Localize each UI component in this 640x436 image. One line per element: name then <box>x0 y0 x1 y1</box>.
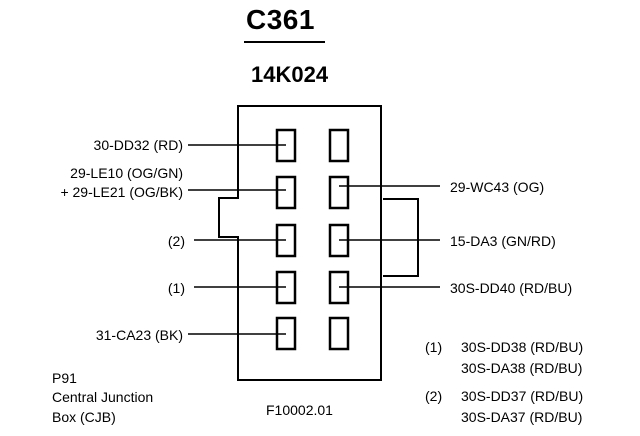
label-pin-4: (1) <box>167 280 185 296</box>
cavity-pin-7 <box>328 175 350 210</box>
footnote-2-line1: 30S-DD37 (RD/BU) <box>461 388 584 404</box>
location-name-line1: Central Junction <box>52 389 154 405</box>
label-pin-9: 30S-DD40 (RD/BU) <box>450 280 573 296</box>
cavity-pin-10 <box>328 316 350 351</box>
cavity-pin-2 <box>275 175 297 210</box>
label-pin-5: 31-CA23 (BK) <box>95 327 183 343</box>
footnote-2-line2: 30S-DA37 (RD/BU) <box>461 409 583 425</box>
splice-bracket <box>383 198 419 277</box>
part-number: 14K024 <box>251 62 329 87</box>
figure-id: F10002.01 <box>266 402 333 418</box>
label-pin-2-line2: + 29-LE21 (OG/BK) <box>60 184 183 200</box>
footnote-1-line2: 30S-DA38 (RD/BU) <box>461 360 583 376</box>
label-pin-7: 29-WC43 (OG) <box>450 179 545 195</box>
cavity-pin-6 <box>328 128 350 163</box>
location-name-line2: Box (CJB) <box>52 409 116 425</box>
footnote-1-line1: 30S-DD38 (RD/BU) <box>461 339 584 355</box>
connector-housing <box>218 105 382 381</box>
location-code: P91 <box>52 370 77 386</box>
footnote-2-marker: (2) <box>425 388 443 404</box>
label-pin-3: (2) <box>167 233 185 249</box>
connector-title: C361 <box>246 4 315 35</box>
footnote-1-marker: (1) <box>425 339 443 355</box>
label-pin-8: 15-DA3 (GN/RD) <box>450 233 556 249</box>
label-pin-1: 30-DD32 (RD) <box>93 137 183 153</box>
label-pin-2-line1: 29-LE10 (OG/GN) <box>70 165 183 181</box>
